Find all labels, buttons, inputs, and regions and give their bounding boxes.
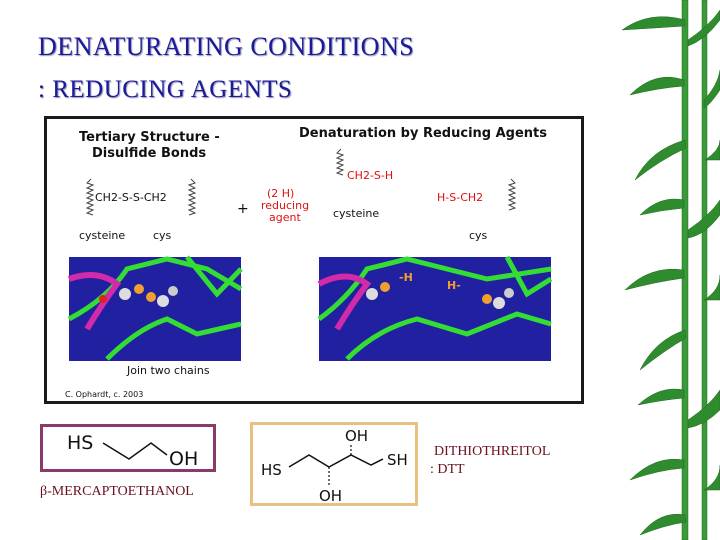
- mol-right-h1: -H: [399, 271, 413, 284]
- bamboo-icon: [621, 0, 720, 540]
- slide-title-line2: : REDUCING AGENTS: [38, 76, 293, 103]
- agent-line-1: (2 H): [267, 187, 294, 200]
- bme-name-label: β-MERCAPTOETHANOL: [40, 484, 194, 499]
- left-label-cysteine: cysteine: [79, 229, 125, 242]
- dtt-oh-bottom-label: OH: [319, 487, 342, 503]
- bme-oh-label: OH: [169, 448, 198, 469]
- bme-structure-box: HS OH: [40, 424, 216, 472]
- chain-squiggle-left: [85, 148, 517, 216]
- mol-right-h2: H-: [447, 279, 461, 292]
- figure-left-header-2: Disulfide Bonds: [92, 146, 206, 161]
- bme-hs-label: HS: [67, 432, 93, 454]
- figure-caption: Join two chains: [126, 364, 210, 377]
- agent-line-2: reducing: [261, 199, 309, 212]
- left-label-cys: cys: [153, 229, 172, 242]
- slide-title-line1: DENATURATING CONDITIONS: [38, 32, 415, 61]
- plus-sign: +: [237, 201, 249, 217]
- molecule-image-right: [317, 255, 553, 361]
- figure-credit: C. Ophardt, c. 2003: [65, 390, 143, 399]
- dtt-oh-top-label: OH: [345, 427, 368, 445]
- dtt-abbrev-label: : DTT: [430, 462, 465, 477]
- bme-skeletal-bonds: [102, 442, 168, 460]
- molecule-image-left: [67, 255, 243, 361]
- left-bond-text: CH2-S-S-CH2: [95, 191, 167, 204]
- right-bottom-bond: H-S-CH2: [437, 191, 483, 204]
- agent-line-3: agent: [269, 211, 301, 224]
- dtt-hs-label: HS: [261, 461, 282, 479]
- figure-right-header: Denaturation by Reducing Agents: [299, 126, 547, 141]
- figure-left-header-1: Tertiary Structure -: [79, 130, 220, 145]
- disulfide-figure: Tertiary Structure - Disulfide Bonds Den…: [44, 116, 584, 404]
- right-top-bond: CH2-S-H: [347, 169, 393, 182]
- dtt-name-label: DITHIOTHREITOL: [434, 444, 551, 459]
- right-label-cysteine: cysteine: [333, 207, 379, 220]
- dtt-skeletal-bonds: [288, 454, 384, 468]
- right-label-cys: cys: [469, 229, 488, 242]
- dtt-sh-label: SH: [387, 451, 408, 469]
- dtt-structure-box: OH HS SH OH: [250, 422, 418, 506]
